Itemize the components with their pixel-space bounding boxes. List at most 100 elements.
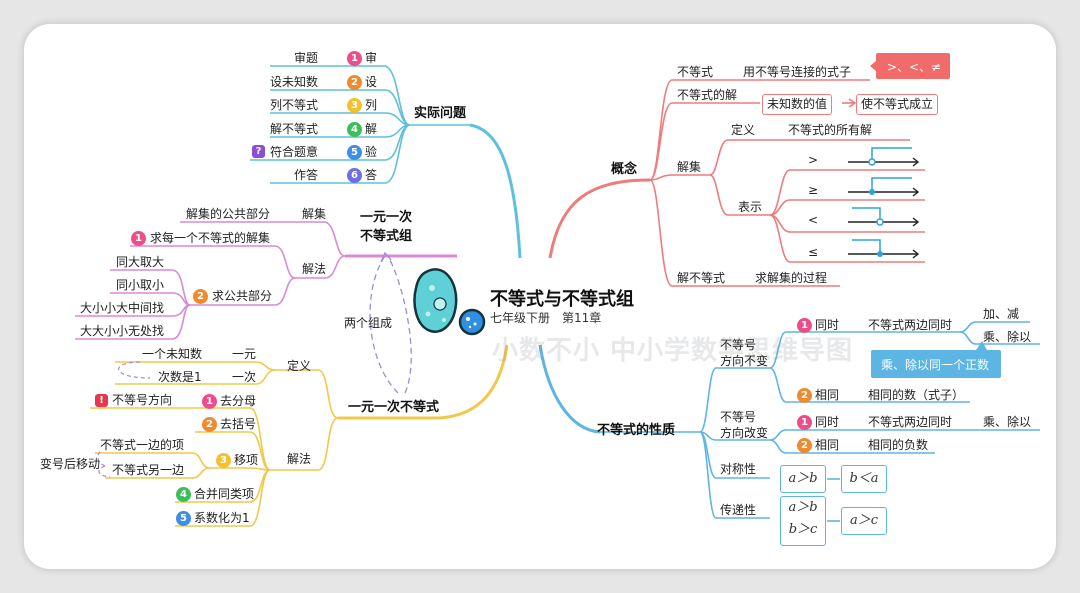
- props-p1-label-line2: 方向不变: [720, 354, 769, 368]
- system-step2-badge: 2: [193, 289, 208, 304]
- linear-step-badge: 2: [202, 417, 217, 432]
- props-p1-label-line1: 不等号: [720, 338, 757, 352]
- props-sym-a: a＞b: [780, 465, 826, 493]
- practical-step-left: 列不等式: [270, 98, 319, 112]
- linear-step-text: 去分母: [220, 394, 257, 408]
- props-p2-a-op: 乘、除以: [983, 415, 1032, 429]
- linear-step-text: 系数化为1: [194, 511, 250, 525]
- props-sym-label: 对称性: [720, 462, 757, 476]
- center-title: 不等式与不等式组: [490, 289, 634, 310]
- practical-step-left: 解不等式: [270, 122, 319, 136]
- props-p2-b-desc: 相同的负数: [868, 438, 929, 452]
- practical-step-badge: 2: [347, 75, 362, 90]
- system-rule-4: 大大小小无处找: [80, 324, 165, 338]
- linear-def-label: 定义: [287, 359, 312, 373]
- props-p1-b-desc: 相同的数（式子）: [868, 388, 965, 402]
- linear-step-badge: 5: [176, 511, 191, 526]
- watermark: 小数不小 中小学数学思维导图: [492, 336, 854, 366]
- positive-callout-shape: [871, 341, 1001, 378]
- props-p2-a-badge: 1: [797, 415, 812, 430]
- props-trans-b: b＞c: [788, 522, 818, 537]
- branch-system-title-line1: 一元一次: [360, 210, 413, 225]
- props-p2-a: 同时: [815, 415, 840, 429]
- system-step2: 求公共部分: [212, 289, 273, 303]
- props-trans-c: a＞c: [841, 507, 887, 535]
- props-p1-callout: 乘、除以同一个正数: [880, 358, 989, 372]
- signs-callout-shape: [870, 53, 950, 79]
- concept-sol-box1: 未知数的值: [762, 94, 833, 115]
- props-p2-a-desc: 不等式两边同时: [868, 415, 953, 429]
- practical-step-left: 符合题意: [270, 145, 319, 159]
- props-p2-b: 相同: [815, 438, 840, 452]
- concept-sign-gt: >: [808, 153, 819, 167]
- system-step1: 求每一个不等式的解集: [150, 231, 271, 245]
- props-p2-label-line1: 不等号: [720, 410, 757, 424]
- branch-linear-title: 一元一次不等式: [348, 400, 440, 415]
- linear-def-item-2-right: 一次: [232, 370, 257, 384]
- system-rule-2: 同小取小: [116, 278, 165, 292]
- practical-step-right: 列: [365, 98, 378, 112]
- branch-props-title: 不等式的性质: [597, 423, 676, 438]
- props-p1-a: 同时: [815, 318, 840, 332]
- linear-flip-note: 不等号方向: [112, 393, 173, 407]
- linear-step-text: 合并同类项: [194, 487, 255, 501]
- linear-step-badge: 4: [176, 487, 191, 502]
- practical-step-badge: 6: [347, 168, 362, 183]
- props-p1-a-desc: 不等式两边同时: [868, 318, 953, 332]
- concept-sign-le: ≤: [808, 245, 819, 259]
- linear-method-label: 解法: [287, 452, 312, 466]
- concept-ineq-label: 不等式: [677, 65, 714, 79]
- practical-step-badge: 5: [347, 145, 362, 160]
- system-solution-set-desc: 解集的公共部分: [186, 207, 271, 221]
- practical-step-right: 设: [365, 75, 378, 89]
- practical-step-left: 设未知数: [270, 75, 319, 89]
- practical-step-left: 作答: [294, 168, 319, 182]
- practical-step-left: 审题: [294, 51, 319, 65]
- linear-step-badge: 1: [202, 394, 217, 409]
- concept-ineq-desc: 用不等号连接的式子: [743, 65, 852, 79]
- concept-ineq-signs: >、<、≠: [886, 60, 942, 74]
- linear-move-note: 变号后移动: [40, 457, 101, 471]
- warning-icon: !: [95, 394, 108, 407]
- linear-def-item-2-left: 次数是1: [158, 370, 202, 384]
- center-subtitle: 七年级下册 第11章: [490, 311, 602, 325]
- linear-def-item-1-left: 一个未知数: [142, 347, 203, 361]
- concept-solve-label: 解不等式: [677, 271, 726, 285]
- practical-step-badge: 3: [347, 98, 362, 113]
- concept-solve-desc: 求解集的过程: [755, 271, 828, 285]
- linear-move-a: 不等式一边的项: [100, 438, 185, 452]
- linear-step-text: 去括号: [220, 417, 257, 431]
- system-rule-1: 同大取大: [116, 255, 165, 269]
- branch-system-title-line2: 不等式组: [360, 229, 413, 244]
- system-method-label: 解法: [302, 262, 327, 276]
- props-p1-b: 相同: [815, 388, 840, 402]
- props-p1-a-badge: 1: [797, 318, 812, 333]
- concept-sol-box2: 使不等式成立: [856, 94, 939, 115]
- concept-repr-label: 表示: [738, 200, 763, 214]
- system-composed-note: 两个组成: [344, 316, 393, 330]
- props-p1-a-op2: 乘、除以: [983, 330, 1032, 344]
- linear-step-text: 移项: [234, 453, 259, 467]
- system-rule-3: 大小小大中间找: [80, 301, 165, 315]
- cell-illustration-icon: [413, 268, 486, 336]
- system-solution-set-label: 解集: [302, 207, 327, 221]
- props-trans-premises: a＞b b＞c: [780, 496, 826, 546]
- branch-concept-title: 概念: [611, 162, 638, 177]
- props-p1-b-badge: 2: [797, 388, 812, 403]
- concept-def-desc: 不等式的所有解: [788, 123, 873, 137]
- linear-def-item-1-right: 一元: [232, 347, 257, 361]
- practical-step-right: 解: [365, 122, 378, 136]
- practical-step-right: 审: [365, 51, 378, 65]
- practical-step-badge: 1: [347, 51, 362, 66]
- linear-move-b: 不等式另一边: [112, 463, 185, 477]
- question-icon: ?: [252, 145, 265, 158]
- concept-def-label: 定义: [731, 123, 756, 137]
- props-p1-a-op1: 加、减: [983, 307, 1020, 321]
- linear-step-badge: 3: [216, 453, 231, 468]
- practical-step-right: 答: [365, 168, 378, 182]
- props-sym-b: b＜a: [841, 465, 887, 493]
- practical-step-badge: 4: [347, 122, 362, 137]
- props-p2-b-badge: 2: [797, 438, 812, 453]
